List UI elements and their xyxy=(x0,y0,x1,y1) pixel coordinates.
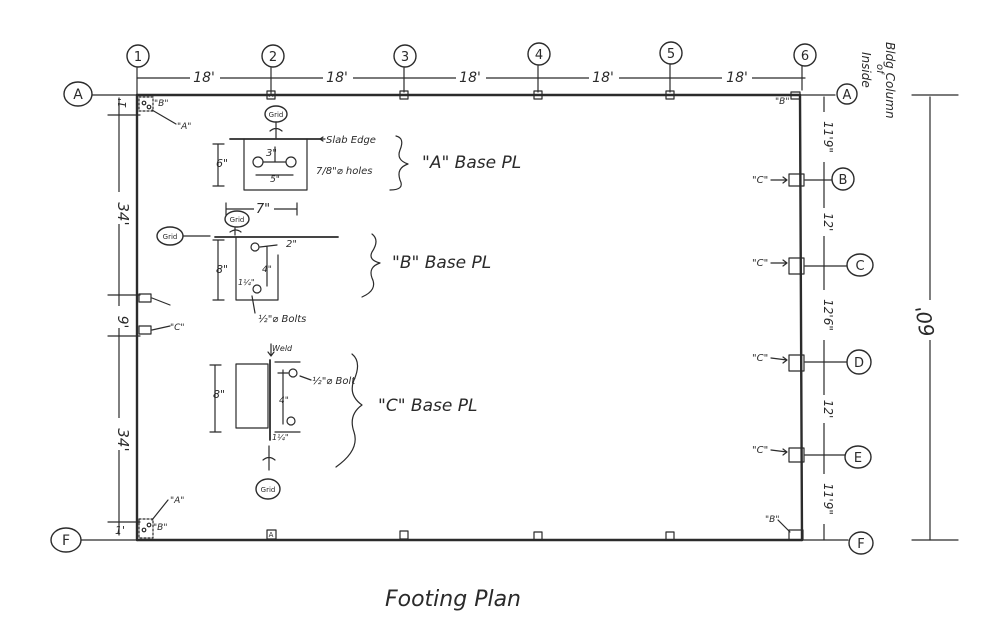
row-label-e-right: E xyxy=(854,451,862,466)
left-corner-marks: "B" "A" "B" "A" "C" xyxy=(153,99,191,533)
mark-right-c-3: "C" xyxy=(752,353,768,364)
column-ticks xyxy=(136,63,803,96)
inside-note-1: Inside xyxy=(859,52,873,88)
plate-c-dim-h: 8" xyxy=(213,388,225,401)
outline-right-edge xyxy=(798,93,804,542)
row-label-f-left: F xyxy=(62,533,70,549)
right-c-marks: "B" "C" "C" "C" "C" "B" xyxy=(752,97,789,525)
column-label-3: 3 xyxy=(401,50,409,65)
plate-c-detail: Weld 8" ½"⌀ Bolt 4" 1¼" Grid "C" Base PL xyxy=(209,343,477,500)
svg-text:A: A xyxy=(269,531,274,539)
plate-a-dim-holes: 5" xyxy=(270,175,280,185)
row-label-d-right: D xyxy=(854,356,864,371)
left-dimension-labels: 1' 34' 9' 34' 1' xyxy=(110,98,132,537)
plate-b-grid-label: Grid xyxy=(230,216,245,224)
right-c-arrows xyxy=(770,176,791,533)
top-dimension-labels: 18' 18' 18' 18' 18' xyxy=(190,68,752,86)
right-dim-4: 12' xyxy=(821,400,835,419)
plate-a-detail: Grid 6" 3" 5" 7" Slab Edge 7/8"⌀ holes "… xyxy=(212,105,521,217)
plate-b-dim-inner: 4" xyxy=(262,265,272,275)
row-label-a-left: A xyxy=(73,87,83,103)
column-bubbles: 1 2 3 4 5 6 xyxy=(126,41,817,68)
plate-a-holes-note: 7/8"⌀ holes xyxy=(316,166,373,177)
left-dim-4: 34' xyxy=(114,428,132,451)
right-dim-1: 11'9" xyxy=(821,121,835,153)
plate-c-dim-small: 1¼" xyxy=(272,433,289,442)
mark-right-c-1: "C" xyxy=(752,175,768,186)
column-label-5: 5 xyxy=(667,47,675,62)
mark-left-mid-c: "C" xyxy=(170,323,185,333)
mark-bottom-left-a: "A" xyxy=(170,496,184,506)
mark-top-left-b: "B" xyxy=(154,99,168,109)
left-dim-5: 1' xyxy=(115,524,125,537)
row-bubbles-left: A F xyxy=(50,81,93,553)
plate-b-bolts-note: ½"⌀ Bolts xyxy=(258,313,306,325)
column-label-1: 1 xyxy=(134,50,142,65)
column-label-6: 6 xyxy=(801,49,809,64)
right-dim-3: 12'6" xyxy=(821,299,835,331)
mark-right-c-4: "C" xyxy=(752,445,768,456)
left-corner-pads xyxy=(138,96,154,539)
right-ticks xyxy=(804,179,851,456)
drawing-title: Footing Plan xyxy=(385,587,521,612)
plate-b-detail: Grid Grid 8" 2" 4" 1¼" ½"⌀ Bolts "B" Bas… xyxy=(156,210,491,325)
mark-bottom-right-b: "B" xyxy=(765,515,779,525)
right-dimension-labels: 11'9" 12' 12'6" 12' 11'9" xyxy=(815,112,835,524)
top-dim-4: 18' xyxy=(592,70,614,86)
plate-b-grid-side: Grid xyxy=(163,233,178,241)
inside-note-2: of xyxy=(874,64,885,75)
plate-a-dim-h: 6" xyxy=(216,157,228,170)
left-dim-2: 34' xyxy=(114,202,132,225)
plate-b-title: "B" Base PL xyxy=(392,253,491,273)
plate-c-title: "C" Base PL xyxy=(378,396,477,416)
mark-top-right-b: "B" xyxy=(775,97,789,107)
row-label-b-right: B xyxy=(839,173,848,188)
top-dim-5: 18' xyxy=(726,70,748,86)
right-dim-5: 11'9" xyxy=(821,483,835,515)
plate-c-bolt-note: ½"⌀ Bolt xyxy=(312,375,356,387)
row-bubbles-right: A B C D E F xyxy=(831,83,874,555)
plate-c-weld-label: Weld xyxy=(272,344,293,353)
left-ticks xyxy=(107,114,141,523)
plate-c-dim-inner: 4" xyxy=(279,396,289,406)
row-label-a-right: A xyxy=(843,88,852,103)
overall-dimension-label: 60' xyxy=(911,304,940,339)
right-column-pads xyxy=(788,91,805,541)
column-label-2: 2 xyxy=(269,50,277,65)
column-label-4: 4 xyxy=(535,48,543,63)
plate-a-dim-inner: 3" xyxy=(266,148,277,159)
right-dim-2: 12' xyxy=(821,213,835,232)
mark-right-c-2: "C" xyxy=(752,258,768,269)
top-dim-2: 18' xyxy=(326,70,348,86)
mark-bottom-left-b: "B" xyxy=(153,523,167,533)
top-dim-1: 18' xyxy=(193,70,215,86)
plate-a-title: "A" Base PL xyxy=(422,153,521,173)
left-dim-1: 1' xyxy=(116,98,129,108)
plate-b-dim-h: 8" xyxy=(216,263,228,276)
mark-top-left-a: "A" xyxy=(177,122,191,132)
inside-column-note: Inside of Bldg Column xyxy=(859,42,897,119)
plate-b-dim-top: 2" xyxy=(286,239,297,250)
edge-pad-letters: A A xyxy=(269,91,274,539)
inside-note-3: Bldg Column xyxy=(883,42,897,119)
plate-a-slab-edge: Slab Edge xyxy=(326,135,376,146)
plate-a-dim-w: 7" xyxy=(256,202,270,217)
plate-a-grid-label: Grid xyxy=(269,111,284,119)
left-dim-3: 9' xyxy=(114,316,130,329)
top-dim-3: 18' xyxy=(459,70,481,86)
plate-b-dim-small: 1¼" xyxy=(238,278,255,287)
svg-text:A: A xyxy=(269,91,274,99)
row-label-c-right: C xyxy=(855,259,864,274)
edge-footing-pads xyxy=(266,90,675,541)
plate-c-grid-label: Grid xyxy=(261,486,276,494)
left-corner-arrows xyxy=(151,109,177,521)
row-label-f-right: F xyxy=(857,537,864,552)
